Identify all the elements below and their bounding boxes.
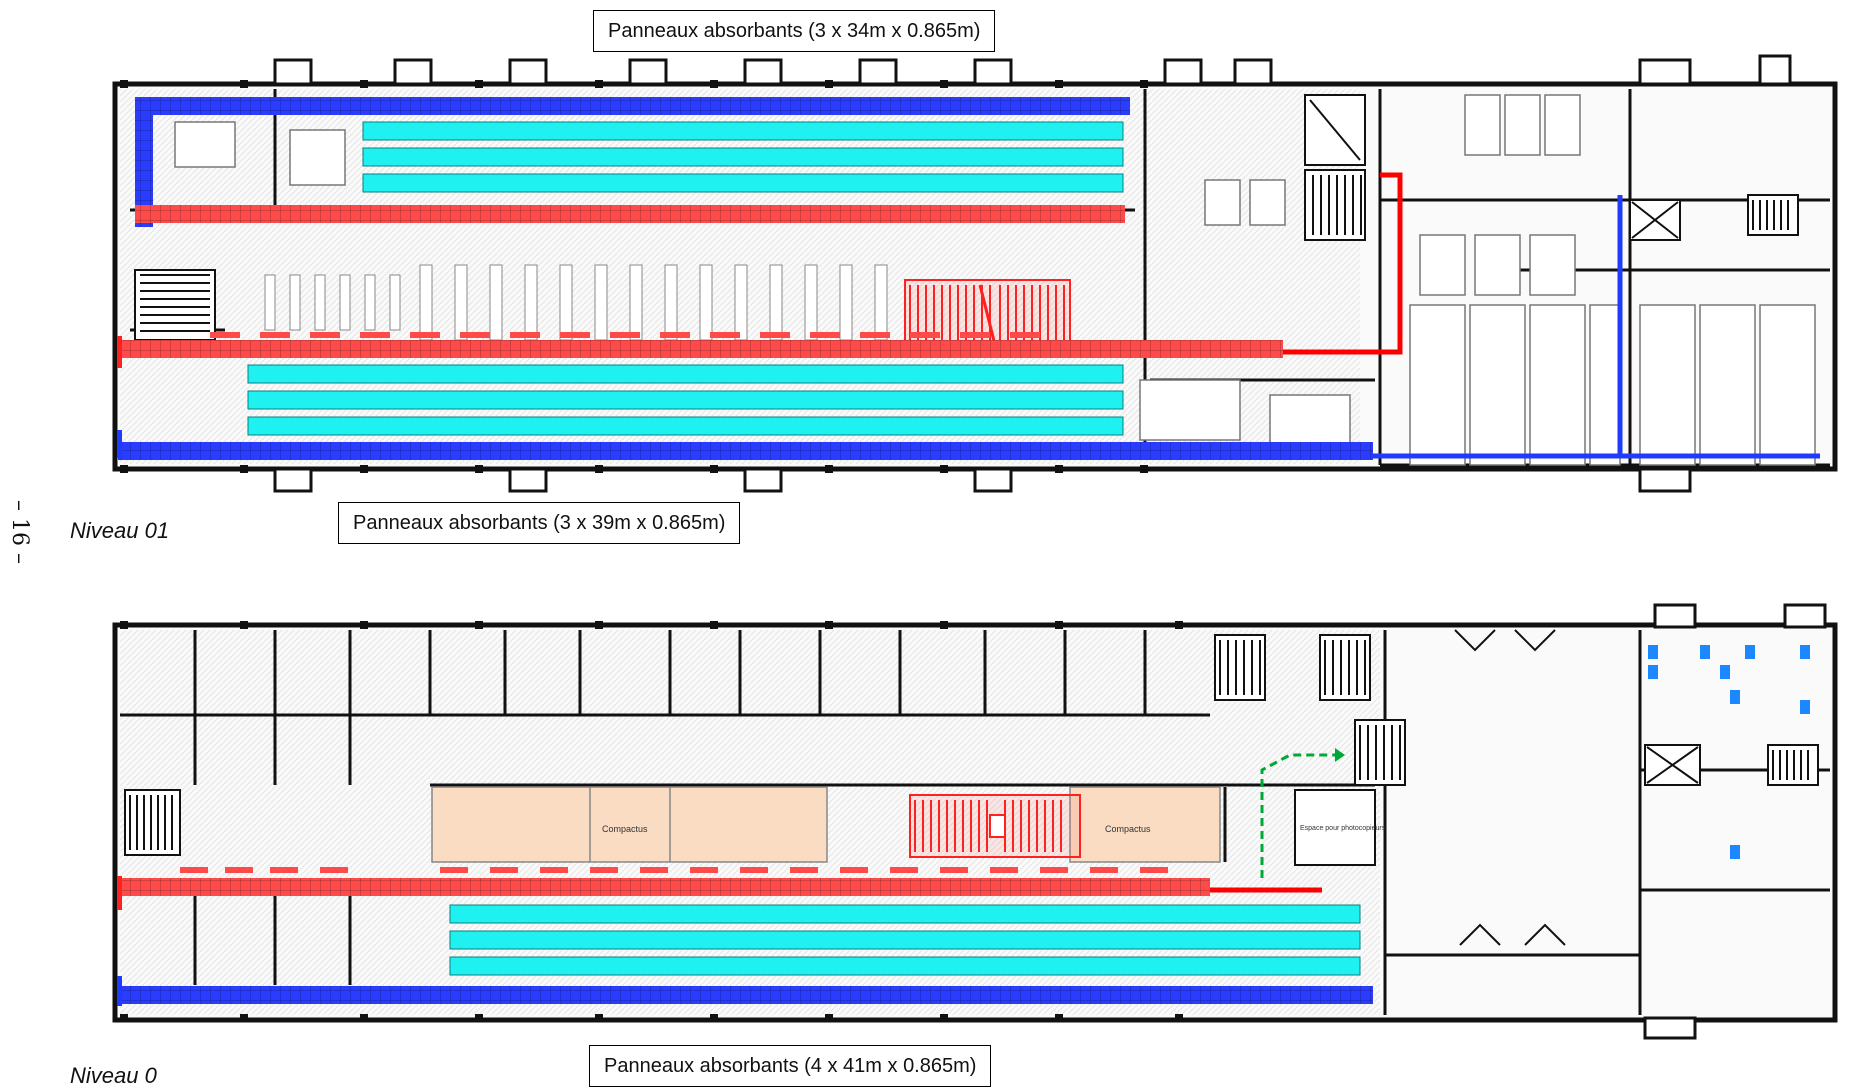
stair-icon [134, 269, 216, 341]
panel-cyan-upper-3 [362, 173, 1124, 193]
red-marker-left-lower [117, 876, 122, 910]
stair-icon [124, 634, 1819, 856]
room-label-compactus-right: Compactus [1105, 824, 1151, 834]
panel-cyan-upper-6 [247, 416, 1124, 436]
room-label-photocopy: Espace pour photocopieurs [1300, 825, 1386, 832]
red-route-upper [1283, 172, 1403, 355]
stair-icon [1747, 194, 1799, 236]
column-icon [120, 80, 1148, 473]
toilet-icon [1648, 645, 1810, 859]
blue-marker-left [117, 430, 122, 458]
plan-niveau-0: Compactus Compactus Espace pour photocop… [112, 603, 1838, 1040]
elevator-icon [1629, 199, 1681, 241]
door-swing-icon [1454, 629, 1566, 946]
callout-mid-panels: Panneaux absorbants (3 x 39m x 0.865m) [338, 502, 741, 544]
shelving-stubs-upper [264, 264, 888, 341]
elevator-icon [1644, 744, 1701, 786]
callout-top-panels: Panneaux absorbants (3 x 34m x 0.865m) [593, 10, 996, 52]
compactus-zone-right [1069, 786, 1221, 863]
room-label-compactus-left: Compactus [602, 824, 648, 834]
window-bumps-bottom-upper [273, 467, 1692, 493]
plan-niveau-01 [112, 54, 1838, 493]
blue-route-upper [1373, 195, 1820, 459]
interior-walls-lower [120, 630, 1830, 1015]
green-arrow-icon [1335, 748, 1345, 762]
column-icon [120, 621, 1183, 1022]
window-bumps-lower [1643, 603, 1827, 1040]
panel-cyan-upper-4 [247, 364, 1124, 384]
red-fixtures-lower [180, 867, 1168, 873]
red-stair-lower [909, 794, 1081, 858]
furniture-office-upper [174, 94, 1816, 466]
callout-bottom-panels: Panneaux absorbants (4 x 41m x 0.865m) [589, 1045, 992, 1087]
green-route-lower [1260, 753, 1335, 878]
compactus-zone-left [431, 786, 828, 863]
panel-cyan-lower-1 [449, 904, 1361, 924]
blue-marker-left-lower [117, 976, 122, 1006]
level-label-lower: Niveau 0 [70, 1063, 157, 1088]
panel-cyan-lower-3 [449, 956, 1361, 976]
panel-cyan-lower-2 [449, 930, 1361, 950]
page-number: – 16 – [7, 500, 32, 564]
stair-icon [1304, 94, 1366, 241]
red-fixtures-upper [210, 332, 1040, 338]
photocopy-room [1294, 789, 1376, 866]
panel-cyan-upper-1 [362, 121, 1124, 141]
panel-cyan-upper-5 [247, 390, 1124, 410]
panel-cyan-upper-2 [362, 147, 1124, 167]
level-label-upper: Niveau 01 [70, 518, 170, 543]
red-marker-left [117, 336, 122, 368]
window-bumps-top-upper [273, 54, 1792, 86]
